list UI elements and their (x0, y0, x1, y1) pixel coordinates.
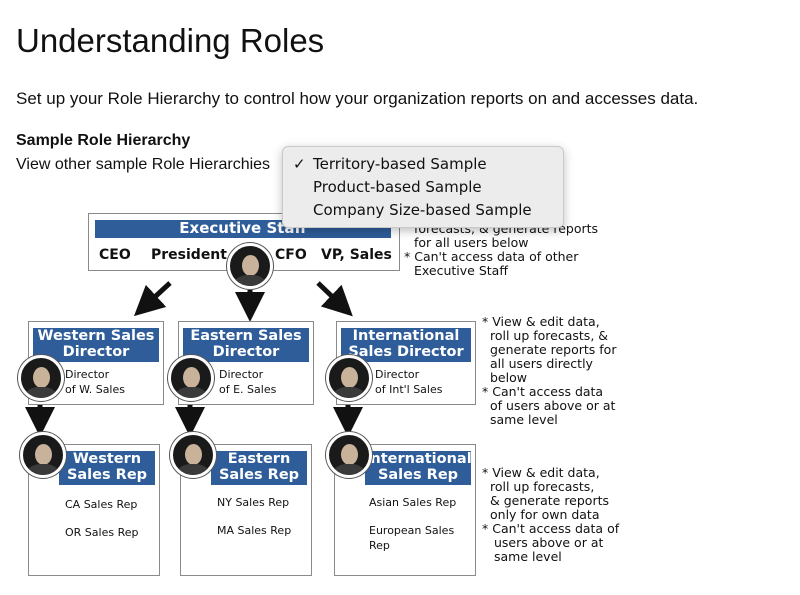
note-line: same level (490, 412, 558, 427)
note-line: Executive Staff (414, 263, 508, 278)
note-line: of users above or at (490, 398, 616, 413)
director-title: Eastern Sales Director (183, 328, 309, 362)
arrow-to-international-director (316, 281, 353, 317)
member-president: President (151, 247, 227, 263)
rep-title-line: Sales Rep (66, 467, 148, 483)
director-title-line: Director (62, 344, 130, 360)
note-line: all users directly (490, 356, 593, 371)
director-subtitle: Director of E. Sales (219, 367, 276, 397)
subtitle-line: of W. Sales (65, 383, 125, 396)
sample-heading: Sample Role Hierarchy (16, 132, 191, 149)
note-line: * View & edit data, (482, 465, 600, 480)
sample-hierarchy-dropdown-menu[interactable]: ✓ Territory-based Sample Product-based S… (282, 146, 564, 228)
option-company-size-based[interactable]: Company Size-based Sample (283, 200, 563, 222)
eastern-director-avatar (168, 355, 214, 401)
rep-title-line: International (365, 451, 472, 467)
director-title-line: Sales Director (348, 344, 464, 360)
option-territory-based[interactable]: ✓ Territory-based Sample (283, 154, 563, 176)
director-title-line: Eastern Sales (190, 328, 302, 344)
subtitle-line: of Int'l Sales (375, 383, 443, 396)
rep-title: Eastern Sales Rep (211, 451, 307, 485)
director-title: International Sales Director (341, 328, 471, 362)
subtitle-line: Director (65, 368, 110, 381)
subtitle-line: of E. Sales (219, 383, 277, 396)
note-line: * Can't access data of (482, 521, 620, 536)
director-note: * View & edit data, roll up forecasts, &… (482, 315, 642, 427)
note-line: same level (494, 549, 562, 564)
director-title-line: Western Sales (37, 328, 155, 344)
director-subtitle: Director of W. Sales (65, 367, 125, 397)
checkmark-icon: ✓ (293, 155, 306, 173)
member-cfo: CFO (275, 247, 307, 263)
rep-note: * View & edit data, roll up forecasts, &… (482, 466, 642, 564)
international-rep-avatar (326, 432, 372, 478)
rep-box-eastern: Eastern Sales Rep NY Sales Rep MA Sales … (180, 444, 312, 576)
subtitle-line: Director (375, 368, 420, 381)
rep-title-line: Sales Rep (218, 467, 300, 483)
international-director-avatar (326, 355, 372, 401)
note-line: only for own data (490, 507, 600, 522)
page-description: Set up your Role Hierarchy to control ho… (16, 89, 699, 108)
rep-title: Western Sales Rep (59, 451, 155, 485)
option-label: Product-based Sample (313, 178, 482, 196)
western-rep-avatar (20, 432, 66, 478)
western-director-avatar (18, 355, 64, 401)
note-line: * Can't access data (482, 384, 604, 399)
rep-item: MA Sales Rep (217, 524, 292, 537)
director-subtitle: Director of Int'l Sales (375, 367, 442, 397)
rep-title-line: Sales Rep (377, 467, 459, 483)
option-label: Company Size-based Sample (313, 201, 532, 219)
view-other-samples-label[interactable]: View other sample Role Hierarchies (16, 156, 271, 173)
note-line: users above or at (494, 535, 604, 550)
member-ceo: CEO (99, 247, 131, 263)
rep-title: International Sales Rep (365, 451, 472, 485)
note-line: for all users below (414, 235, 529, 250)
rep-item: Asian Sales Rep (369, 496, 457, 509)
rep-title-line: Western (72, 451, 142, 467)
option-product-based[interactable]: Product-based Sample (283, 177, 563, 199)
rep-item: CA Sales Rep (65, 498, 138, 511)
member-vp-sales: VP, Sales (321, 247, 392, 263)
note-line: roll up forecasts, (490, 479, 595, 494)
note-line: generate reports for (490, 342, 617, 357)
note-line: & generate reports (490, 493, 610, 508)
note-line: below (490, 370, 527, 385)
option-label: Territory-based Sample (313, 155, 487, 173)
director-title-line: International (352, 328, 460, 344)
executive-avatar (227, 243, 273, 289)
subtitle-line: Director (219, 368, 264, 381)
rep-item: NY Sales Rep (217, 496, 290, 509)
note-line: roll up forecasts, & (490, 328, 609, 343)
director-box-eastern: Eastern Sales Director Director of E. Sa… (178, 321, 314, 405)
rep-title-line: Eastern (227, 451, 291, 467)
eastern-rep-avatar (170, 432, 216, 478)
note-line: * Can't access data of other (404, 249, 579, 264)
note-line: * View & edit data, (482, 314, 600, 329)
director-title-line: Director (212, 344, 280, 360)
arrow-to-western-director (133, 281, 172, 317)
rep-item: OR Sales Rep (65, 526, 139, 539)
director-title: Western Sales Director (33, 328, 159, 362)
rep-item: European Sales Rep (369, 524, 455, 552)
page-title: Understanding Roles (16, 22, 325, 59)
